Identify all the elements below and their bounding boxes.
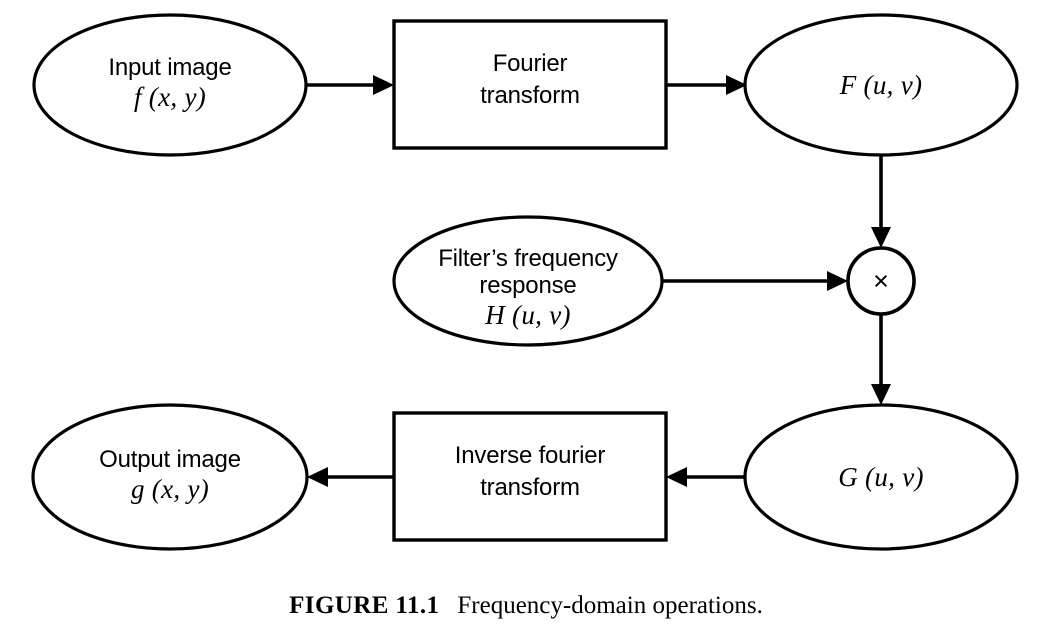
edge-filter-to-multiply xyxy=(662,271,848,291)
label-inverse-fourier-transform-line1: Inverse fourier xyxy=(454,442,606,469)
edge-spectrum-f-to-multiply xyxy=(871,155,891,248)
label-filter-response-line3: H (u, v) xyxy=(485,299,571,330)
label-fourier-transform-line1: Fourier xyxy=(492,50,568,77)
label-inverse-fourier-transform-line2: transform xyxy=(480,473,580,501)
node-shape-input-image[interactable] xyxy=(32,13,308,157)
label-fourier-transform: Fourier transform xyxy=(400,50,660,110)
label-spectrum-g-line1: G (u, v) xyxy=(838,462,924,492)
label-filter-response-line1: Filter’s frequency xyxy=(438,245,618,272)
edge-input-to-fourier xyxy=(307,75,394,95)
edge-inverse-to-output xyxy=(307,467,394,487)
label-input-image: Input image f (x, y) xyxy=(40,54,300,112)
label-output-image-line2: g (x, y) xyxy=(130,473,210,504)
label-spectrum-f: F (u, v) xyxy=(751,70,1011,100)
label-fourier-transform-line2: transform xyxy=(480,81,580,109)
label-input-image-line1: Input image xyxy=(108,54,232,81)
label-spectrum-g: G (u, v) xyxy=(751,462,1011,492)
label-inverse-fourier-transform: Inverse fourier transform xyxy=(400,442,660,502)
node-shape-fourier-transform[interactable] xyxy=(392,19,668,150)
node-shape-inverse-fourier-transform[interactable] xyxy=(392,411,668,542)
label-output-image: Output image g (x, y) xyxy=(40,446,300,504)
edge-spectrum-g-to-inverse xyxy=(666,467,745,487)
label-filter-response-line2: response xyxy=(479,271,577,299)
edge-fourier-to-spectrum-f xyxy=(666,75,747,95)
figure-caption-tag: FIGURE 11.1 xyxy=(289,592,440,619)
figure-caption: FIGURE 11.1 Frequency-domain operations. xyxy=(0,592,1052,620)
label-filter-response: Filter’s frequency response H (u, v) xyxy=(398,245,658,330)
label-input-image-line2: f (x, y) xyxy=(133,81,207,112)
edge-multiply-to-spectrum-g xyxy=(871,314,891,405)
label-output-image-line1: Output image xyxy=(99,446,241,473)
label-spectrum-f-line1: F (u, v) xyxy=(839,70,923,100)
multiply-icon[interactable]: × xyxy=(873,266,889,296)
figure-caption-text: Frequency-domain operations. xyxy=(457,592,763,619)
